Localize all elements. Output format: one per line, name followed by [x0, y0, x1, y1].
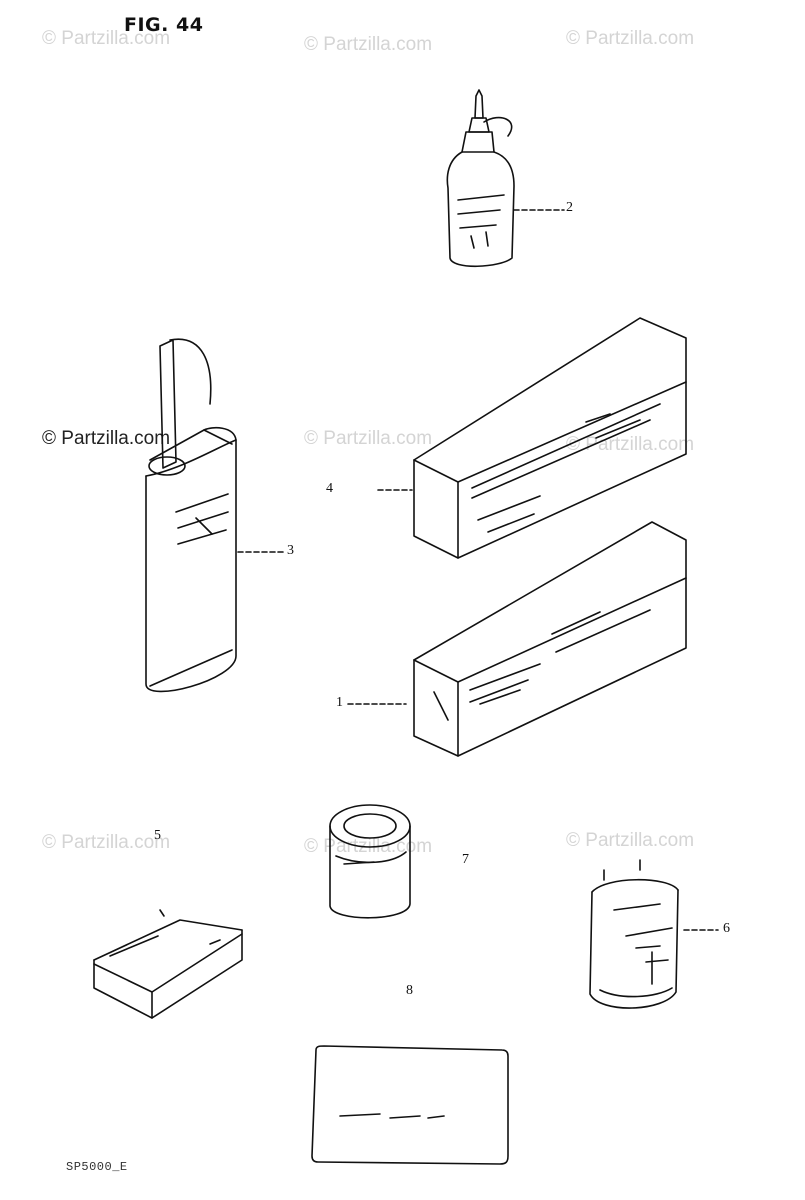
- callout-5: 5: [154, 828, 161, 843]
- watermark: © Partzilla.com: [566, 434, 695, 455]
- callout-1: 1: [336, 695, 343, 710]
- watermark: © Partzilla.com: [566, 830, 695, 851]
- callout-6: 6: [723, 921, 730, 936]
- callout-2: 2: [566, 200, 573, 215]
- watermark: © Partzilla.com: [304, 34, 433, 55]
- watermark: © Partzilla.com: [42, 428, 171, 449]
- figure-code: SP5000_E: [66, 1160, 128, 1174]
- watermark: © Partzilla.com: [42, 832, 171, 853]
- callout-4: 4: [326, 481, 333, 496]
- watermark: © Partzilla.com: [42, 28, 171, 49]
- container-part-6: [589, 859, 719, 1009]
- watermark: © Partzilla.com: [304, 428, 433, 449]
- figure-title: FIG. 44: [124, 14, 204, 36]
- callout-7: 7: [462, 852, 469, 867]
- callout-3: 3: [287, 543, 294, 558]
- sheet-part-8: [311, 1045, 509, 1165]
- long-box-part-4: [377, 317, 687, 559]
- small-can-part-7: [329, 804, 411, 919]
- flat-box-part-5: [93, 909, 243, 1019]
- callout-8: 8: [406, 983, 413, 998]
- long-box-part-1: [347, 521, 687, 757]
- watermark: © Partzilla.com: [566, 28, 695, 49]
- oil-bottle-part-2: [446, 89, 565, 268]
- oil-can-part-3: [145, 338, 285, 693]
